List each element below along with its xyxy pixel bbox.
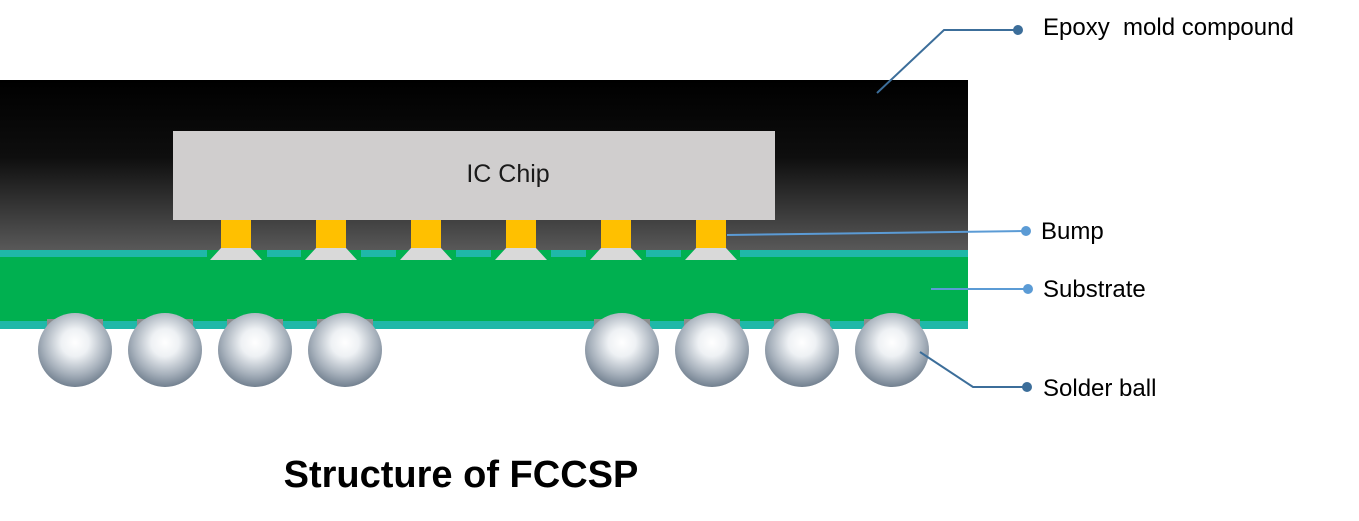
substrate-top-segment <box>551 250 586 257</box>
solder-label: Solder ball <box>1043 375 1156 402</box>
bump-leader-dot <box>1021 226 1031 236</box>
bump-label: Bump <box>1041 218 1104 245</box>
solder-ball <box>218 313 292 387</box>
bump-pad <box>685 248 737 260</box>
bump-leader-line <box>726 230 1027 236</box>
ic-chip-label: IC Chip <box>466 160 549 188</box>
substrate-top-segment <box>361 250 396 257</box>
substrate-bottom-layer <box>0 321 968 329</box>
substrate-leader-dot <box>1023 284 1033 294</box>
diagram-title: Structure of FCCSP <box>284 454 639 496</box>
substrate-top-layer <box>0 250 968 257</box>
mold-leader-line <box>876 29 1018 94</box>
solder-leader-line <box>919 351 1027 388</box>
bump <box>601 220 631 248</box>
solder-ball <box>765 313 839 387</box>
callout-mold: Epoxy mold compound <box>876 14 1294 94</box>
solder-ball <box>585 313 659 387</box>
solder-leader-dot <box>1022 382 1032 392</box>
bump-pad <box>305 248 357 260</box>
substrate <box>0 250 968 328</box>
callout-solder-ball: Solder ball <box>919 351 1156 402</box>
solder-ball <box>128 313 202 387</box>
mold-leader-dot <box>1013 25 1023 35</box>
bump <box>316 220 346 248</box>
solder-ball <box>308 313 382 387</box>
bump-pad <box>590 248 642 260</box>
solder-ball <box>675 313 749 387</box>
substrate-top-segment <box>456 250 491 257</box>
substrate-label: Substrate <box>1043 276 1146 303</box>
bump-pad <box>495 248 547 260</box>
bump-pad <box>210 248 262 260</box>
substrate-top-segment <box>646 250 681 257</box>
substrate-top-segment <box>267 250 301 257</box>
ic-chip <box>173 131 775 220</box>
bump-pad <box>400 248 452 260</box>
bump <box>411 220 441 248</box>
bump <box>506 220 536 248</box>
callout-bump: Bump <box>726 218 1104 245</box>
bump <box>696 220 726 248</box>
bump <box>221 220 251 248</box>
substrate-top-segment <box>0 250 207 257</box>
solder-ball <box>855 313 929 387</box>
solder-ball <box>38 313 112 387</box>
callout-substrate: Substrate <box>931 276 1146 303</box>
mold-label: Epoxy mold compound <box>1043 14 1294 41</box>
bump-group <box>210 220 737 260</box>
solder-ball-group <box>38 313 929 387</box>
substrate-top-segment <box>740 250 968 257</box>
